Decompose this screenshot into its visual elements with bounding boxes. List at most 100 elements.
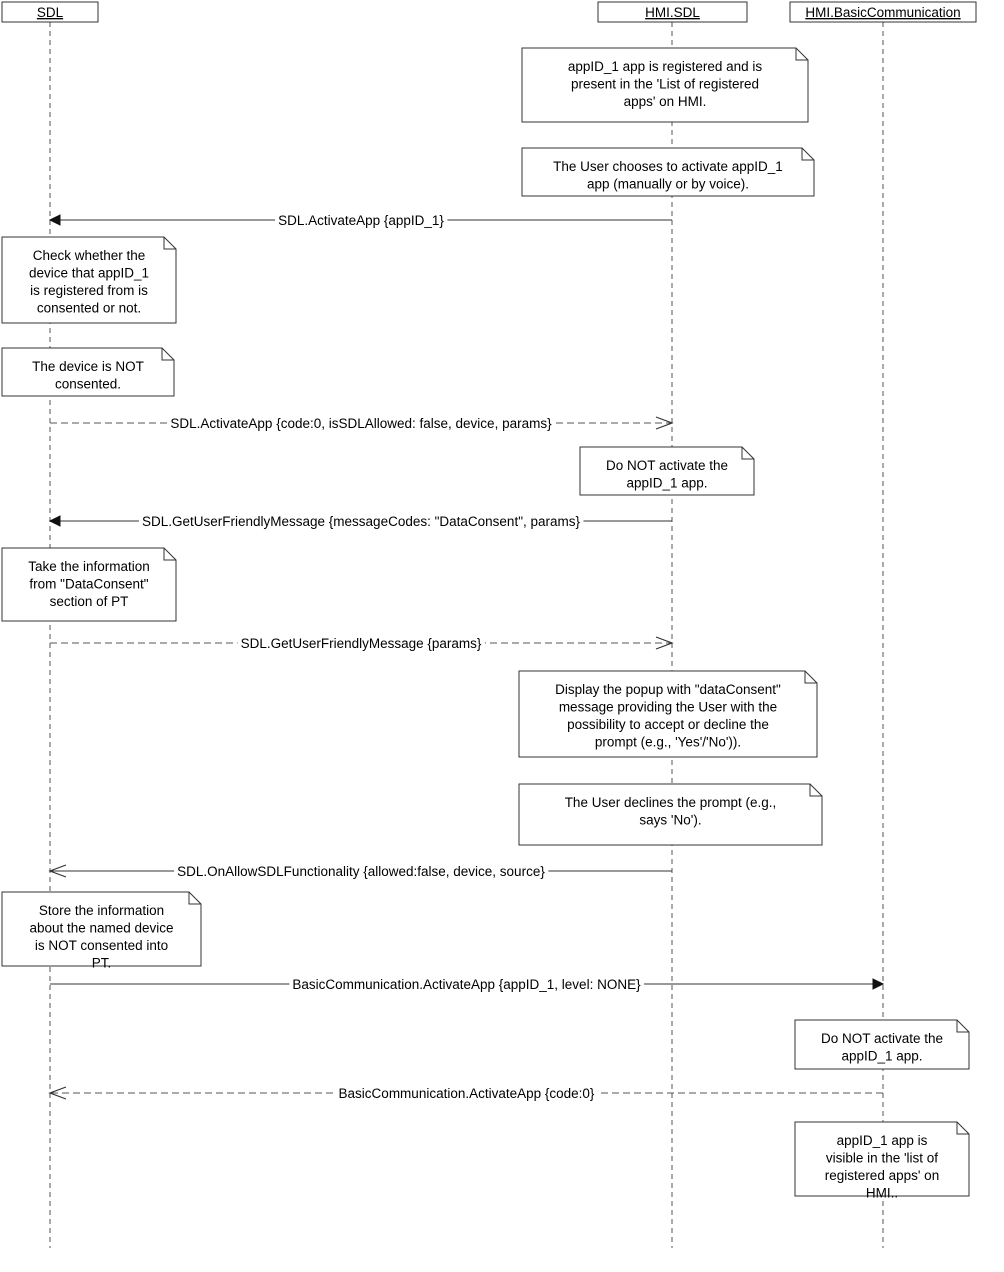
note: The device is NOT consented. <box>1 347 175 397</box>
note-line: HMI.. <box>866 1186 898 1201</box>
arrowhead-filled <box>872 978 885 990</box>
actor-box <box>597 1 748 23</box>
note: appID_1 app is registered and is present … <box>521 47 809 123</box>
actor-sdl: SDL <box>1 1 99 23</box>
note-line: appID_1 app. <box>626 476 707 491</box>
note-line: apps' on HMI. <box>624 94 707 109</box>
message-label-bg <box>138 514 584 529</box>
note-line: Display the popup with "dataConsent" <box>555 682 781 697</box>
note-line: registered apps' on <box>825 1168 939 1183</box>
note-line: consented or not. <box>37 301 141 316</box>
note: Do NOT activate the appID_1 app. <box>794 1019 970 1070</box>
note: Display the popup with "dataConsent" mess… <box>518 670 818 758</box>
note-line: about the named device <box>29 921 173 936</box>
message-label: SDL.OnAllowSDLFunctionality {allowed:fal… <box>177 864 545 879</box>
note-fold <box>956 1122 969 1135</box>
message-arrow: BasicCommunication.ActivateApp {code:0} <box>48 1086 883 1101</box>
message-label-bg <box>174 864 549 879</box>
note-fold <box>163 237 176 250</box>
actor-label: SDL <box>37 5 64 20</box>
note-fold <box>804 671 817 684</box>
note-box <box>1 236 177 324</box>
arrowhead-open <box>48 864 67 878</box>
message-label-bg <box>237 636 485 651</box>
arrowhead-filled <box>48 214 61 226</box>
note: Store the information about the named dev… <box>1 891 202 971</box>
note-line: section of PT <box>50 594 129 609</box>
note-box <box>518 783 823 846</box>
actor-box <box>789 1 977 23</box>
note-box <box>1 891 202 967</box>
note-box <box>1 347 175 397</box>
note-fold <box>801 148 814 161</box>
note: Take the information from "DataConsent" se… <box>1 547 177 622</box>
message-label: SDL.GetUserFriendlyMessage {messageCodes… <box>142 514 581 529</box>
message-arrow: BasicCommunication.ActivateApp {appID_1,… <box>50 977 885 992</box>
arrowhead-open <box>655 636 674 650</box>
message-arrow: SDL.ActivateApp {appID_1} <box>48 213 672 228</box>
message-label-bg <box>289 977 645 992</box>
note-box <box>518 670 818 758</box>
note-line: The device is NOT <box>32 359 144 374</box>
message-arrow: SDL.OnAllowSDLFunctionality {allowed:fal… <box>48 864 672 879</box>
arrowhead-filled <box>48 515 61 527</box>
note-line: device that appID_1 <box>29 266 149 281</box>
message-label: BasicCommunication.ActivateApp {appID_1,… <box>292 977 641 992</box>
message-label-bg <box>275 213 448 228</box>
note-line: visible in the 'list of <box>826 1151 938 1166</box>
note-line: The User chooses to activate appID_1 <box>553 159 783 174</box>
note-fold <box>161 348 174 361</box>
note-line: possibility to accept or decline the <box>567 717 769 732</box>
message-arrow: SDL.ActivateApp {code:0, isSDLAllowed: f… <box>50 416 674 431</box>
note: appID_1 app is visible in the 'list of reg… <box>794 1121 970 1201</box>
actor-hmi-sdl: HMI.SDL <box>597 1 748 23</box>
note-line: from "DataConsent" <box>29 577 148 592</box>
note-line: appID_1 app is registered and is <box>568 59 763 74</box>
note-fold <box>956 1020 969 1033</box>
note-box <box>794 1019 970 1070</box>
note-line: app (manually or by voice). <box>587 177 749 192</box>
actor-label: HMI.SDL <box>645 5 700 20</box>
note-line: appID_1 app. <box>841 1049 922 1064</box>
actor-box <box>1 1 99 23</box>
message-label: SDL.ActivateApp {appID_1} <box>278 213 444 228</box>
note-line: Store the information <box>39 903 164 918</box>
note: Check whether the device that appID_1is r… <box>1 236 177 324</box>
note-line: The User declines the prompt (e.g., <box>565 795 777 810</box>
note-line: Do NOT activate the <box>606 458 728 473</box>
arrowhead-open <box>48 1086 67 1100</box>
note-fold <box>188 892 201 905</box>
note-box <box>521 147 815 197</box>
note-line: consented. <box>55 377 121 392</box>
actor-hmi-bc: HMI.BasicCommunication <box>789 1 977 23</box>
note-line: PT. <box>92 956 112 971</box>
note-fold <box>163 548 176 561</box>
note-line: says 'No'). <box>639 813 701 828</box>
message-label: SDL.ActivateApp {code:0, isSDLAllowed: f… <box>170 416 552 431</box>
arrowhead-open <box>655 416 674 430</box>
note-line: is registered from is <box>30 283 148 298</box>
note-line: present in the 'List of registered <box>571 77 759 92</box>
note-fold <box>795 48 808 61</box>
note-line: Check whether the <box>33 248 146 263</box>
note-box <box>521 47 809 123</box>
message-label-bg <box>167 416 556 431</box>
actor-label: HMI.BasicCommunication <box>805 5 960 20</box>
message-label: SDL.GetUserFriendlyMessage {params} <box>241 636 482 651</box>
note-line: message providing the User with the <box>559 700 777 715</box>
message-arrow: SDL.GetUserFriendlyMessage {params} <box>50 636 674 651</box>
note-line: is NOT consented into <box>35 938 168 953</box>
note: Do NOT activate the appID_1 app. <box>579 446 755 496</box>
note-line: Take the information <box>28 559 150 574</box>
note-box <box>794 1121 970 1197</box>
note-fold <box>741 447 754 460</box>
note-box <box>1 547 177 622</box>
note-box <box>579 446 755 496</box>
message-arrow: SDL.GetUserFriendlyMessage {messageCodes… <box>48 514 672 529</box>
note-line: appID_1 app is <box>837 1133 928 1148</box>
note-line: Do NOT activate the <box>821 1031 943 1046</box>
message-label: BasicCommunication.ActivateApp {code:0} <box>339 1086 595 1101</box>
note: The User chooses to activate appID_1app … <box>521 147 815 197</box>
note: The User declines the prompt (e.g., says … <box>518 783 823 846</box>
